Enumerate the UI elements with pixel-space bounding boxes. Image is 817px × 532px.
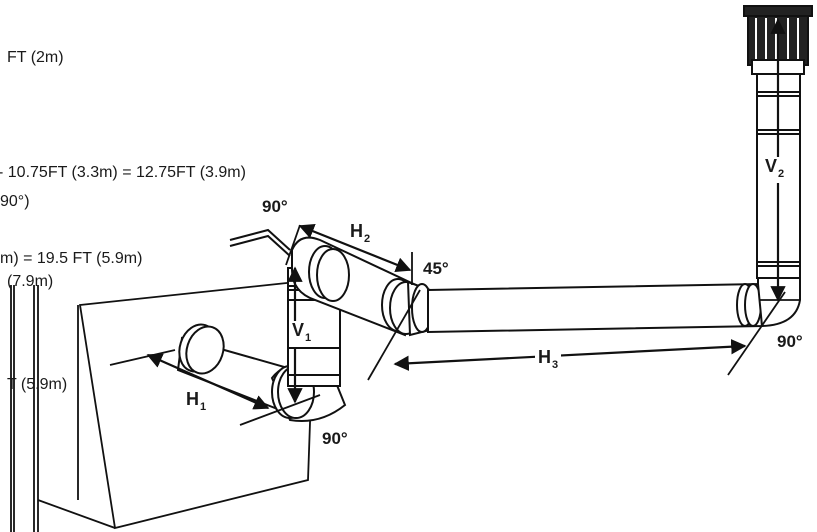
note-line-6: T (5.9m)	[7, 376, 68, 393]
label-v1-sub: 1	[305, 332, 312, 344]
label-v1-letter: V	[292, 320, 305, 340]
label-h1-letter: H	[186, 389, 199, 409]
label-h1-sub: 1	[200, 401, 207, 413]
angle-label-top: 90°	[262, 197, 288, 216]
label-h3: H3	[535, 347, 562, 374]
label-h3-letter: H	[538, 347, 551, 367]
angle-label-bottom: 90°	[322, 429, 348, 448]
note-line-4: m) = 19.5 FT (5.9m)	[0, 250, 143, 267]
angle-label-45: 45°	[423, 259, 449, 278]
label-h2-sub: 2	[364, 233, 371, 245]
label-v2-letter: V	[765, 156, 778, 176]
note-line-2: - 10.75FT (3.3m) = 12.75FT (3.9m)	[0, 164, 246, 181]
label-v2: V2	[764, 156, 786, 183]
angle-label-right: 90°	[777, 332, 803, 351]
h3-dimension	[393, 339, 747, 371]
label-h1: H1	[186, 390, 206, 416]
h1-dimension	[146, 353, 270, 410]
pipe-h3	[427, 282, 764, 334]
roof-flashing	[229, 228, 291, 257]
note-line-3: 90°)	[0, 193, 30, 210]
label-v2-sub: 2	[778, 168, 785, 180]
note-line-5: (7.9m)	[7, 273, 54, 290]
label-v1: V1	[291, 320, 313, 347]
h2-dimension	[298, 223, 412, 273]
label-h3-sub: 3	[552, 359, 559, 371]
note-line-1: FT (2m)	[7, 49, 64, 66]
label-h2: H2	[350, 222, 370, 248]
label-h2-letter: H	[350, 221, 363, 241]
leader-lines	[109, 224, 800, 426]
